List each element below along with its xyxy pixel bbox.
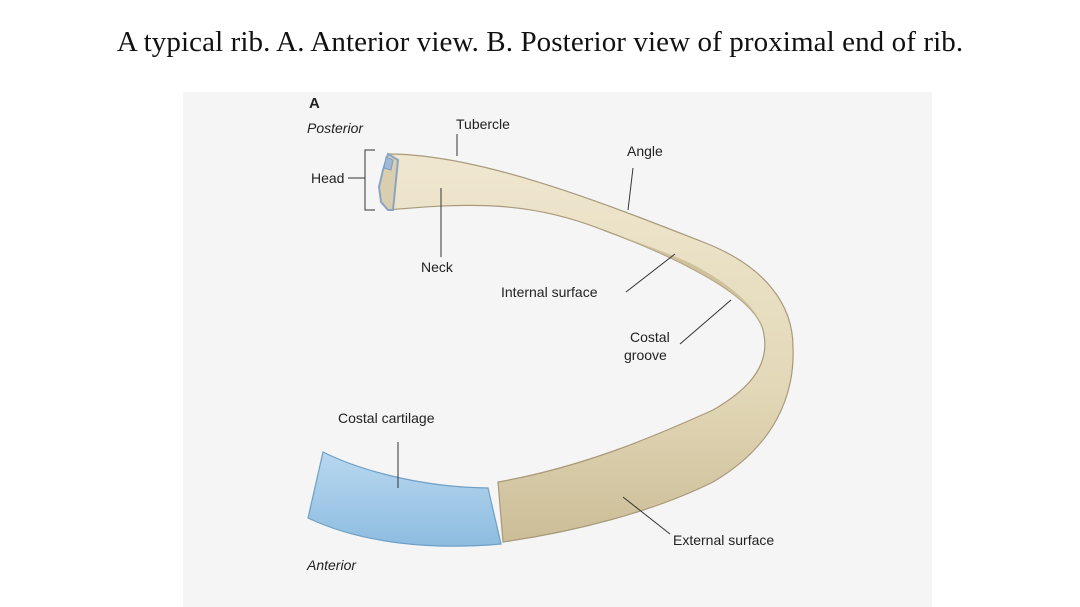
- neck-label: Neck: [421, 259, 454, 275]
- head-label: Head: [311, 170, 344, 186]
- figure-panel: A Posterior Head Tubercle Angle Neck Int…: [183, 92, 932, 607]
- orientation-posterior-label: Posterior: [307, 120, 364, 136]
- figure-caption: A typical rib. A. Anterior view. B. Post…: [116, 26, 964, 58]
- angle-label: Angle: [627, 143, 663, 159]
- costal-groove-label-line2: groove: [624, 347, 667, 363]
- costal-groove-label-line1: Costal: [630, 329, 670, 345]
- rib-shaft: [387, 153, 794, 543]
- rib-head-facet: [383, 156, 394, 171]
- tubercle-label: Tubercle: [456, 116, 510, 132]
- costal-cartilage-label: Costal cartilage: [338, 410, 435, 426]
- panel-letter: A: [309, 95, 320, 112]
- costal-cartilage-shape: [307, 451, 502, 547]
- external-surface-label: External surface: [673, 532, 774, 548]
- rib-illustration: A Posterior Head Tubercle Angle Neck Int…: [306, 95, 794, 573]
- internal-surface-label: Internal surface: [501, 284, 598, 300]
- orientation-anterior-label: Anterior: [306, 557, 357, 573]
